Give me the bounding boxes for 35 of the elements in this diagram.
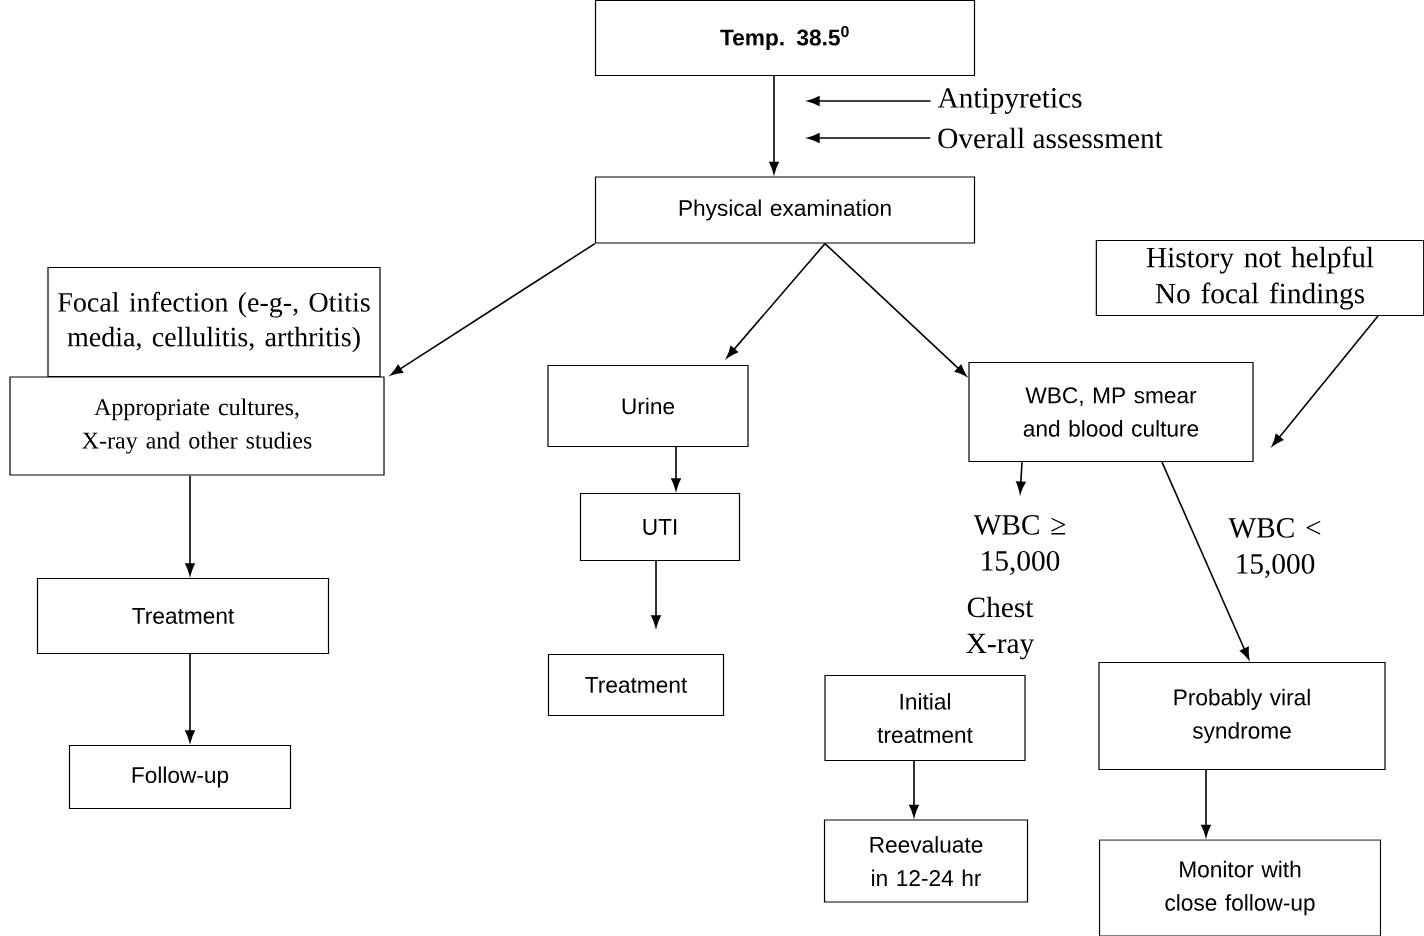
process-box: Focal infection (e-g-, Otitis media, cellulitis, arthritis) bbox=[47, 266, 381, 378]
arrow bbox=[1016, 461, 1026, 494]
arrow bbox=[1271, 315, 1379, 447]
process-box: Treatment bbox=[36, 577, 330, 655]
process-box: Treatment bbox=[547, 653, 725, 717]
bare-text: Overall assessment bbox=[938, 127, 1163, 149]
arrow bbox=[807, 133, 932, 143]
arrow bbox=[390, 242, 596, 376]
arrow bbox=[185, 653, 195, 743]
process-box: Reevaluate in 12-24 hr bbox=[823, 819, 1029, 903]
arrow bbox=[185, 474, 195, 576]
arrow bbox=[726, 242, 826, 359]
arrow bbox=[651, 560, 661, 628]
process-box: UTI bbox=[579, 492, 741, 562]
process-box: Follow-up bbox=[68, 744, 292, 810]
arrow bbox=[909, 760, 919, 817]
process-box: Temp. 38.5$^{0}$ bbox=[594, 0, 976, 77]
process-box: WBC, MP smear and blood culture bbox=[968, 361, 1254, 463]
process-box: Appropriate cultures, X-ray and other studies bbox=[9, 376, 385, 476]
process-box: Initial treatment bbox=[824, 674, 1026, 762]
bare-text: WBC ≥ 15,000 bbox=[973, 515, 1066, 575]
arrow bbox=[1161, 461, 1250, 660]
process-box: Urine bbox=[547, 364, 749, 448]
arrow bbox=[1201, 769, 1211, 837]
process-box: History not helpful No focal findings bbox=[1095, 239, 1424, 317]
arrow bbox=[807, 96, 932, 106]
arrow bbox=[824, 242, 967, 377]
note-text: Chest X-ray bbox=[966, 596, 1035, 660]
process-box: Monitor with close follow-up bbox=[1098, 839, 1382, 936]
edge-label: WBC < 15,000 bbox=[1217, 516, 1333, 580]
process-box: Physical examination bbox=[594, 176, 976, 244]
bare-text: Antipyretics bbox=[937, 88, 1082, 114]
arrow bbox=[769, 75, 779, 174]
arrow bbox=[671, 446, 681, 491]
process-box: Probably viral syndrome bbox=[1098, 661, 1386, 771]
